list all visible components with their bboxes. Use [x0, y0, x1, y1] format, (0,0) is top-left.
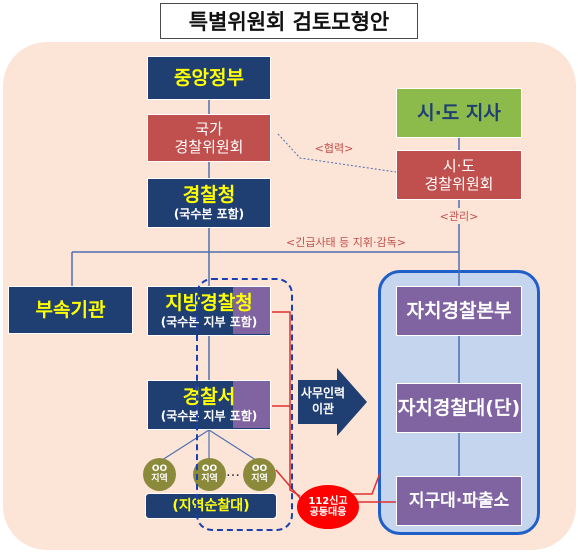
- region-branch-1: [158, 429, 210, 463]
- red-link-region: [275, 469, 301, 499]
- autonomous-hq-box: 자치경찰본부: [396, 286, 522, 336]
- joint-response-112-ellipse: 112신고 공동대응: [297, 485, 359, 529]
- central-government-label: 중앙정부: [174, 66, 244, 89]
- cooperation-line: [277, 133, 397, 173]
- regional-purple-accent: [233, 287, 270, 334]
- police-agency-sub: (국수본 포함): [173, 207, 245, 222]
- region-circle-1: OO 지역: [143, 458, 176, 491]
- region-3-line2: 지역: [251, 473, 268, 484]
- police-station-sub: (국수본 지부 포함): [160, 409, 258, 424]
- affiliated-agency-box: 부속기관: [8, 286, 133, 334]
- national-committee-line2: 경찰위원회: [174, 138, 244, 156]
- region-ellipsis: …: [226, 464, 240, 480]
- provincial-committee-line2: 경찰위원회: [424, 175, 494, 193]
- region-circle-2: OO 지역: [193, 458, 226, 491]
- regional-police-agency-box: 지방경찰청 (국수본 지부 포함): [147, 286, 271, 336]
- provincial-committee-line1: 시·도: [442, 157, 476, 175]
- joint-response-line1: 112신고: [308, 495, 348, 507]
- management-label: <관리>: [433, 208, 485, 224]
- red-link-group: [350, 472, 381, 495]
- page-title: 특별위원회 검토모형안: [160, 3, 418, 39]
- station-purple-accent: [233, 381, 270, 428]
- affiliated-agency-label: 부속기관: [35, 298, 106, 321]
- regional-patrol-label: (지역순찰대): [172, 497, 250, 514]
- district-unit-label: 지구대·파출소: [408, 490, 510, 511]
- autonomous-hq-label: 자치경찰본부: [406, 299, 512, 322]
- regional-agency-sub: (국수본 지부 포함): [160, 315, 258, 330]
- region-circle-3: OO 지역: [243, 458, 276, 491]
- police-station-box: 경찰서 (국수본 지부 포함): [147, 380, 271, 430]
- district-unit-box: 지구대·파출소: [396, 476, 522, 526]
- central-government-box: 중앙정부: [147, 56, 271, 100]
- region-2-line2: 지역: [201, 473, 218, 484]
- transfer-arrow-shape: [298, 368, 367, 436]
- region-1-line1: OO: [151, 464, 168, 475]
- autonomous-unit-label: 자치경찰대(단): [397, 396, 521, 419]
- transfer-line2: 이관: [311, 402, 335, 416]
- national-police-committee-box: 국가 경찰위원회: [147, 114, 271, 162]
- police-agency-box: 경찰청 (국수본 포함): [147, 178, 271, 228]
- region-3-line1: OO: [251, 464, 268, 475]
- national-committee-line1: 국가: [195, 120, 223, 138]
- emergency-command-label: <긴급사태 등 지휘·감독>: [272, 234, 420, 250]
- region-2-line1: OO: [201, 464, 218, 475]
- provincial-committee-box: 시·도 경찰위원회: [396, 150, 522, 200]
- region-branch-3: [208, 429, 260, 463]
- region-1-line2: 지역: [151, 473, 168, 484]
- regional-agency-label: 지방경찰청: [165, 292, 253, 315]
- joint-response-line2: 공동대응: [309, 507, 347, 518]
- transfer-line1: 사무인력: [300, 386, 346, 401]
- police-agency-label: 경찰청: [182, 184, 236, 207]
- dashed-grouping-outline: [196, 278, 293, 531]
- governor-box: 시·도 지사: [396, 88, 522, 138]
- governor-label: 시·도 지사: [417, 101, 501, 124]
- autonomous-unit-box: 자치경찰대(단): [396, 383, 522, 433]
- transfer-arrow-text: 사무인력 이관: [298, 385, 348, 419]
- cooperation-label: <협력>: [312, 140, 356, 156]
- police-station-label: 경찰서: [182, 386, 236, 409]
